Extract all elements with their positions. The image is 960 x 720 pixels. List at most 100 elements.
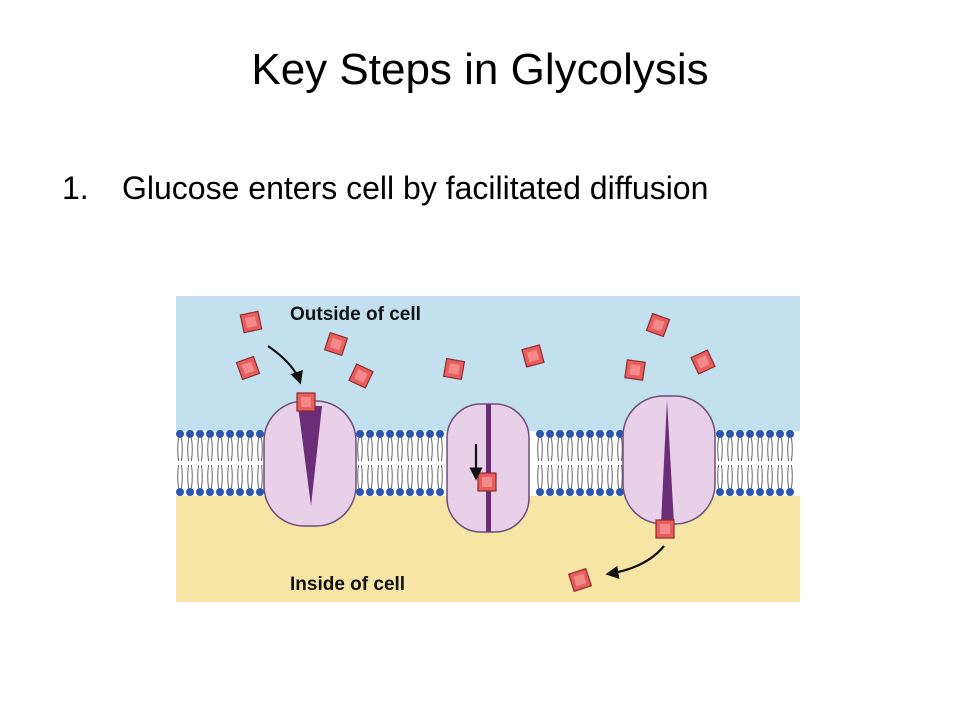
lipid-head-icon bbox=[606, 430, 614, 438]
lipid-head-icon bbox=[436, 488, 444, 496]
lipid-head-icon bbox=[256, 430, 264, 438]
lipid-tail-icon bbox=[361, 464, 363, 489]
lipid-tail-icon bbox=[207, 437, 209, 462]
lipid-tail-icon bbox=[441, 437, 443, 462]
lipid-head-icon bbox=[226, 488, 234, 496]
lipid-tail-icon bbox=[437, 437, 439, 462]
lipid-tail-icon bbox=[571, 437, 573, 462]
lipid-tail-icon bbox=[761, 437, 763, 462]
glucose-molecule-highlight bbox=[301, 397, 311, 407]
lipid-tail-icon bbox=[791, 437, 793, 462]
lipid-tail-icon bbox=[367, 437, 369, 462]
lipid-head-icon bbox=[216, 488, 224, 496]
lipid-tail-icon bbox=[187, 464, 189, 489]
lipid-tail-icon bbox=[567, 464, 569, 489]
lipid-tail-icon bbox=[191, 464, 193, 489]
lipid-tail-icon bbox=[391, 464, 393, 489]
bullet-item: 1.Glucose enters cell by facilitated dif… bbox=[62, 166, 708, 210]
lipid-tail-icon bbox=[597, 437, 599, 462]
lipid-tail-icon bbox=[587, 464, 589, 489]
lipid-head-icon bbox=[366, 430, 374, 438]
lipid-tail-icon bbox=[761, 464, 763, 489]
lipid-tail-icon bbox=[227, 437, 229, 462]
lipid-head-icon bbox=[736, 430, 744, 438]
lipid-head-icon bbox=[206, 430, 214, 438]
glucose-molecules bbox=[235, 310, 716, 593]
lipid-tail-icon bbox=[767, 437, 769, 462]
lipid-tail-icon bbox=[257, 437, 259, 462]
lipid-tail-icon bbox=[727, 464, 729, 489]
lipid-tail-icon bbox=[747, 437, 749, 462]
lipid-head-icon bbox=[726, 488, 734, 496]
glucose-molecule-highlight bbox=[660, 524, 670, 534]
glucose-molecule-highlight bbox=[629, 364, 641, 376]
lipid-tail-icon bbox=[381, 437, 383, 462]
lipid-head-icon bbox=[736, 488, 744, 496]
lipid-tail-icon bbox=[261, 464, 263, 489]
lipid-tail-icon bbox=[601, 464, 603, 489]
lipid-tail-icon bbox=[771, 464, 773, 489]
lipid-head-icon bbox=[406, 430, 414, 438]
lipid-tail-icon bbox=[541, 464, 543, 489]
glucose-molecule-highlight bbox=[573, 573, 587, 587]
lipid-head-icon bbox=[416, 488, 424, 496]
lipid-head-icon bbox=[246, 488, 254, 496]
membrane-diagram: Outside of cell Inside of cell bbox=[176, 296, 800, 602]
lipid-head-icon bbox=[356, 488, 364, 496]
lipid-head-icon bbox=[436, 430, 444, 438]
lipid-tail-icon bbox=[791, 464, 793, 489]
lipid-head-icon bbox=[776, 430, 784, 438]
slide-title: Key Steps in Glycolysis bbox=[251, 45, 709, 94]
lipid-tail-icon bbox=[737, 464, 739, 489]
lipid-tail-icon bbox=[557, 437, 559, 462]
lipid-tail-icon bbox=[407, 437, 409, 462]
lipid-tail-icon bbox=[427, 437, 429, 462]
glucose-molecule-highlight bbox=[696, 355, 710, 369]
lipid-tail-icon bbox=[401, 437, 403, 462]
lipid-tail-icon bbox=[567, 437, 569, 462]
lipid-tail-icon bbox=[387, 464, 389, 489]
lipid-tail-icon bbox=[397, 464, 399, 489]
lipid-tail-icon bbox=[411, 437, 413, 462]
lipid-tail-icon bbox=[561, 464, 563, 489]
lipid-tail-icon bbox=[741, 464, 743, 489]
lipid-tail-icon bbox=[611, 464, 613, 489]
glucose-molecule-highlight bbox=[329, 337, 343, 351]
lipid-tail-icon bbox=[357, 437, 359, 462]
lipid-tail-icon bbox=[537, 437, 539, 462]
lipid-head-icon bbox=[406, 488, 414, 496]
lipid-tail-icon bbox=[547, 437, 549, 462]
lipid-tail-icon bbox=[601, 437, 603, 462]
lipid-head-icon bbox=[176, 488, 184, 496]
lipid-tail-icon bbox=[211, 464, 213, 489]
lipid-head-icon bbox=[576, 430, 584, 438]
lipid-head-icon bbox=[396, 488, 404, 496]
lipid-tail-icon bbox=[557, 464, 559, 489]
lipid-head-icon bbox=[386, 488, 394, 496]
lipid-tail-icon bbox=[771, 437, 773, 462]
glucose-molecule-highlight bbox=[245, 316, 257, 328]
lipid-tail-icon bbox=[717, 437, 719, 462]
lipid-head-icon bbox=[776, 488, 784, 496]
lipid-head-icon bbox=[426, 488, 434, 496]
lipid-tail-icon bbox=[731, 437, 733, 462]
lipid-head-icon bbox=[766, 488, 774, 496]
lipid-tail-icon bbox=[437, 464, 439, 489]
lipid-tail-icon bbox=[777, 437, 779, 462]
lipid-tail-icon bbox=[381, 464, 383, 489]
lipid-tail-icon bbox=[257, 464, 259, 489]
lipid-tail-icon bbox=[731, 464, 733, 489]
lipid-tail-icon bbox=[781, 464, 783, 489]
lipid-tail-icon bbox=[371, 437, 373, 462]
lipid-head-icon bbox=[196, 430, 204, 438]
lipid-tail-icon bbox=[787, 437, 789, 462]
lipid-head-icon bbox=[786, 488, 794, 496]
lipid-tail-icon bbox=[361, 437, 363, 462]
lipid-head-icon bbox=[536, 488, 544, 496]
glucose-molecule-highlight bbox=[651, 318, 665, 332]
lipid-tail-icon bbox=[417, 437, 419, 462]
curved-arrow-icon bbox=[605, 545, 665, 579]
lipid-tail-icon bbox=[781, 437, 783, 462]
lipid-tail-icon bbox=[721, 437, 723, 462]
curved-arrow-icon bbox=[267, 345, 303, 385]
